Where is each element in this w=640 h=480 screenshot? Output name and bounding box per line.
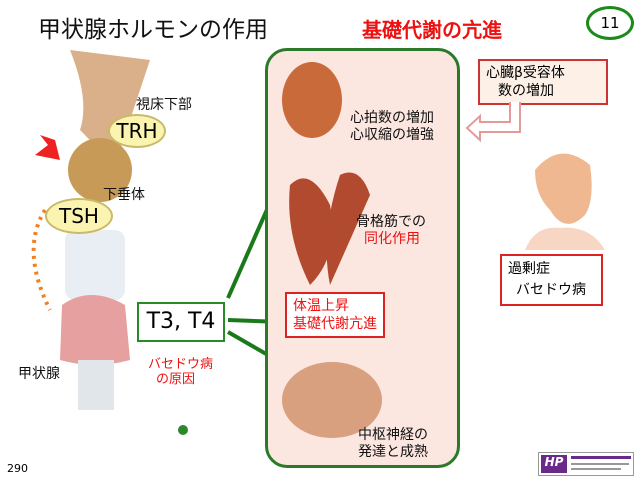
brain-effect: 中枢神経の発達と成熟 xyxy=(358,427,428,460)
heart-icon xyxy=(282,62,342,138)
tsh-oval: TSH xyxy=(45,198,113,234)
muscle-icon-2 xyxy=(326,172,370,285)
larynx-shape xyxy=(65,230,125,300)
heart-effect: 心拍数の増加心収縮の増強 xyxy=(350,110,434,143)
muscle-effect: 骨格筋での同化作用 xyxy=(356,214,426,247)
t3-t4-box: T3, T4 xyxy=(137,302,225,342)
muscle-icon xyxy=(289,178,333,285)
page-badge: 11 xyxy=(586,6,634,40)
arrow-to-muscle xyxy=(226,209,265,299)
slide-title: 甲状腺ホルモンの作用 xyxy=(38,17,268,43)
arrow-to-brain xyxy=(227,330,265,356)
organ-illustrations xyxy=(282,62,382,438)
callout-arrow xyxy=(465,102,521,142)
slide-number: 290 xyxy=(7,462,28,475)
burst-icon xyxy=(35,135,60,160)
basedow-cause-label: バセドウ病の原因 xyxy=(148,357,214,387)
trachea-shape xyxy=(78,360,114,410)
slide-subtitle: 基礎代謝の亢進 xyxy=(362,18,502,42)
green-dot xyxy=(178,425,188,435)
publisher-logo: HP xyxy=(538,452,634,476)
excess-box: 過剰症バセドウ病 xyxy=(500,254,603,306)
trh-oval: TRH xyxy=(108,114,166,148)
endocrine-illustration xyxy=(31,50,265,435)
person-illustration xyxy=(525,153,605,250)
brain-tissue-shape xyxy=(70,50,150,180)
thyroid-label: 甲状腺 xyxy=(18,366,60,382)
dotted-arrow xyxy=(31,208,52,311)
pituitary-label: 下垂体 xyxy=(103,187,145,203)
hypothalamus-label: 視床下部 xyxy=(136,97,192,113)
thyroid-gland-shape xyxy=(60,295,130,365)
beta-receptor-box: 心臓β受容体数の増加 xyxy=(478,59,608,105)
brain-icon xyxy=(282,362,382,438)
pituitary-shape xyxy=(68,138,132,202)
metabolism-box: 体温上昇基礎代謝亢進 xyxy=(285,292,385,338)
arrow-to-metabolism xyxy=(227,318,265,324)
